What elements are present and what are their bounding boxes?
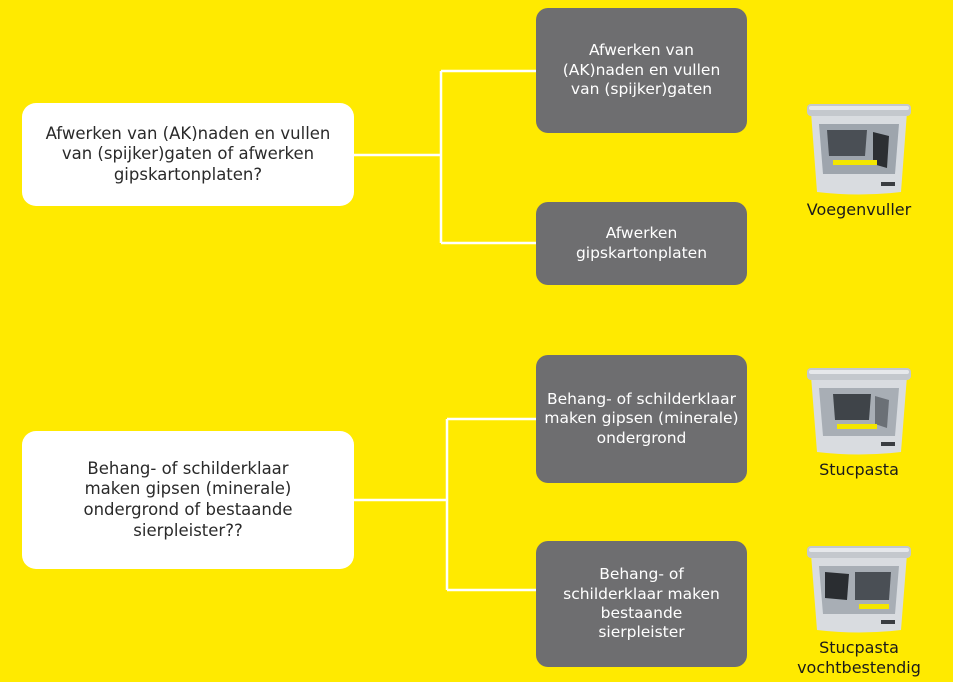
product-name-2: Stucpasta (819, 460, 899, 479)
question-box-1: Afwerken van (AK)naden en vullen van (sp… (22, 103, 354, 206)
answer-text-2: Afwerken gipskartonplaten (575, 224, 708, 262)
product-name-3: Stucpasta vochtbestendig (797, 638, 921, 677)
product-name-1: Voegenvuller (806, 200, 912, 219)
product-stucpasta-vochtbestendig: Stucpasta vochtbestendig (780, 540, 938, 678)
answer-box-3: Behang- of schilderklaar maken gipsen (m… (536, 355, 747, 483)
question-text-1: Afwerken van (AK)naden en vullen van (sp… (45, 123, 331, 184)
answer-text-1: Afwerken van (AK)naden en vullen van (sp… (562, 41, 721, 99)
answer-box-1: Afwerken van (AK)naden en vullen van (sp… (536, 8, 747, 133)
question-text-2: Behang- of schilderklaar maken gipsen (m… (83, 458, 293, 540)
product-voegenvuller: Voegenvuller (780, 96, 938, 220)
answer-box-4: Behang- of schilderklaar maken bestaande… (536, 541, 747, 667)
bucket-icon (807, 104, 911, 195)
answer-box-2: Afwerken gipskartonplaten (536, 202, 747, 285)
bucket-icon (807, 368, 911, 455)
answer-text-3: Behang- of schilderklaar maken gipsen (m… (544, 389, 739, 447)
product-stucpasta: Stucpasta (780, 362, 938, 480)
answer-text-4: Behang- of schilderklaar maken bestaande… (563, 565, 720, 642)
question-box-2: Behang- of schilderklaar maken gipsen (m… (22, 431, 354, 569)
bucket-icon (807, 546, 911, 633)
